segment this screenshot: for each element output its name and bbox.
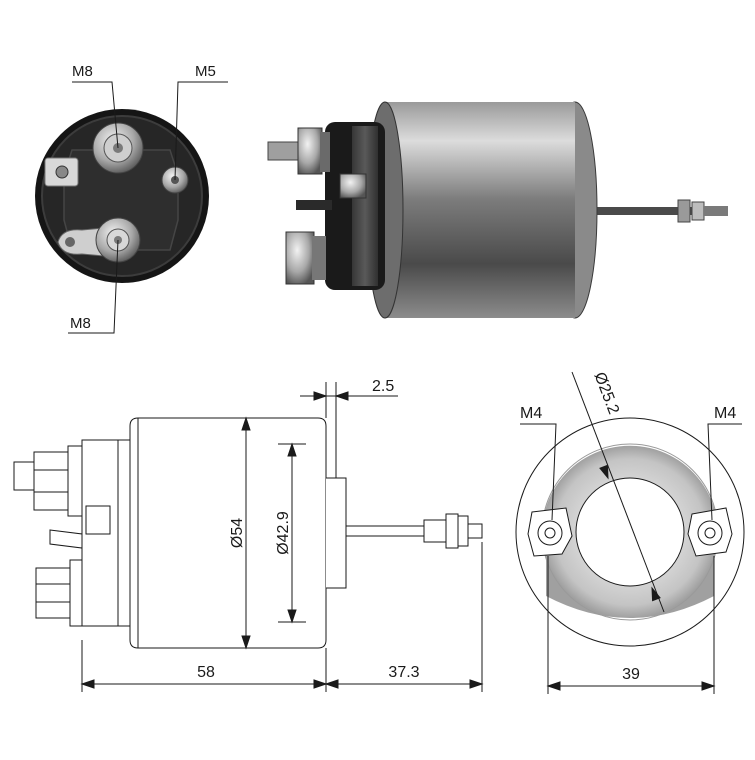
leader-m4-right — [707, 423, 742, 521]
drawing-rod-tip — [467, 523, 483, 539]
plunger-rod — [575, 207, 695, 215]
lower-m8-lug-hole — [65, 237, 75, 247]
drawing-spade — [49, 529, 83, 549]
drawing-lower-washer — [69, 559, 83, 627]
end-bore — [575, 477, 685, 587]
upper-stud-nut — [297, 127, 323, 175]
dim-terminal-right: M4 — [714, 405, 736, 422]
photo-end-view: M8 M5 M8 — [35, 63, 228, 334]
label-m5: M5 — [195, 63, 216, 80]
leader-top-left — [72, 81, 119, 149]
small-terminal-screw — [55, 165, 69, 179]
drawing-upper-nut — [33, 451, 69, 511]
dim-plunger-length: 37.3 — [388, 664, 419, 681]
photo-side-view — [267, 101, 728, 319]
leader-bottom — [68, 239, 119, 334]
drawing-rod-nut-1 — [445, 513, 459, 549]
drawing-rod-collar — [423, 519, 447, 543]
label-m8-top: M8 — [72, 63, 93, 80]
dim-line-bore-dia — [571, 371, 665, 613]
drawing-upper-washer — [67, 445, 83, 517]
drawing-can — [129, 417, 327, 649]
can-body — [385, 102, 575, 318]
cap-sheen — [352, 126, 378, 286]
leader-top-right — [174, 81, 228, 181]
lower-stud-nut — [285, 231, 315, 285]
dim-body-dia: Ø54 — [229, 518, 246, 548]
end-terminal-left-hole — [544, 527, 556, 539]
cap-recess — [63, 149, 179, 251]
upper-stud-thread — [267, 141, 301, 161]
drawing-lower-nut — [35, 567, 71, 619]
drawing-upper-thread — [13, 461, 35, 491]
drawing-m5-nut — [85, 505, 111, 535]
drawing-end-plate — [326, 477, 347, 589]
dim-inner-dia: Ø42.9 — [275, 511, 292, 555]
dim-length: 58 — [197, 664, 215, 681]
spade-tab — [296, 200, 332, 210]
label-m8-bottom: M8 — [70, 315, 91, 332]
leader-m4-left — [520, 423, 557, 521]
drawing-rod — [345, 525, 425, 537]
dim-bore-dia: Ø25.2 — [590, 370, 622, 417]
drawing-side-labels: 2.5 Ø54 Ø42.9 58 37.3 — [197, 378, 420, 681]
m5-stud-nut — [339, 173, 367, 199]
rod-nut-2 — [691, 201, 705, 221]
dim-gap: 2.5 — [372, 378, 394, 395]
drawing-side-elevation — [13, 382, 484, 692]
lower-stud-washer — [312, 236, 326, 280]
upper-stud-washer — [320, 132, 330, 172]
dim-terminal-left: M4 — [520, 405, 542, 422]
dim-terminal-spacing: 39 — [622, 666, 640, 683]
drawing-rod-nut-2 — [457, 515, 469, 547]
end-terminal-right-hole — [704, 527, 716, 539]
rod-nut-1 — [677, 199, 691, 223]
rod-thread — [704, 206, 728, 216]
drawing-end-elevation — [515, 371, 745, 694]
